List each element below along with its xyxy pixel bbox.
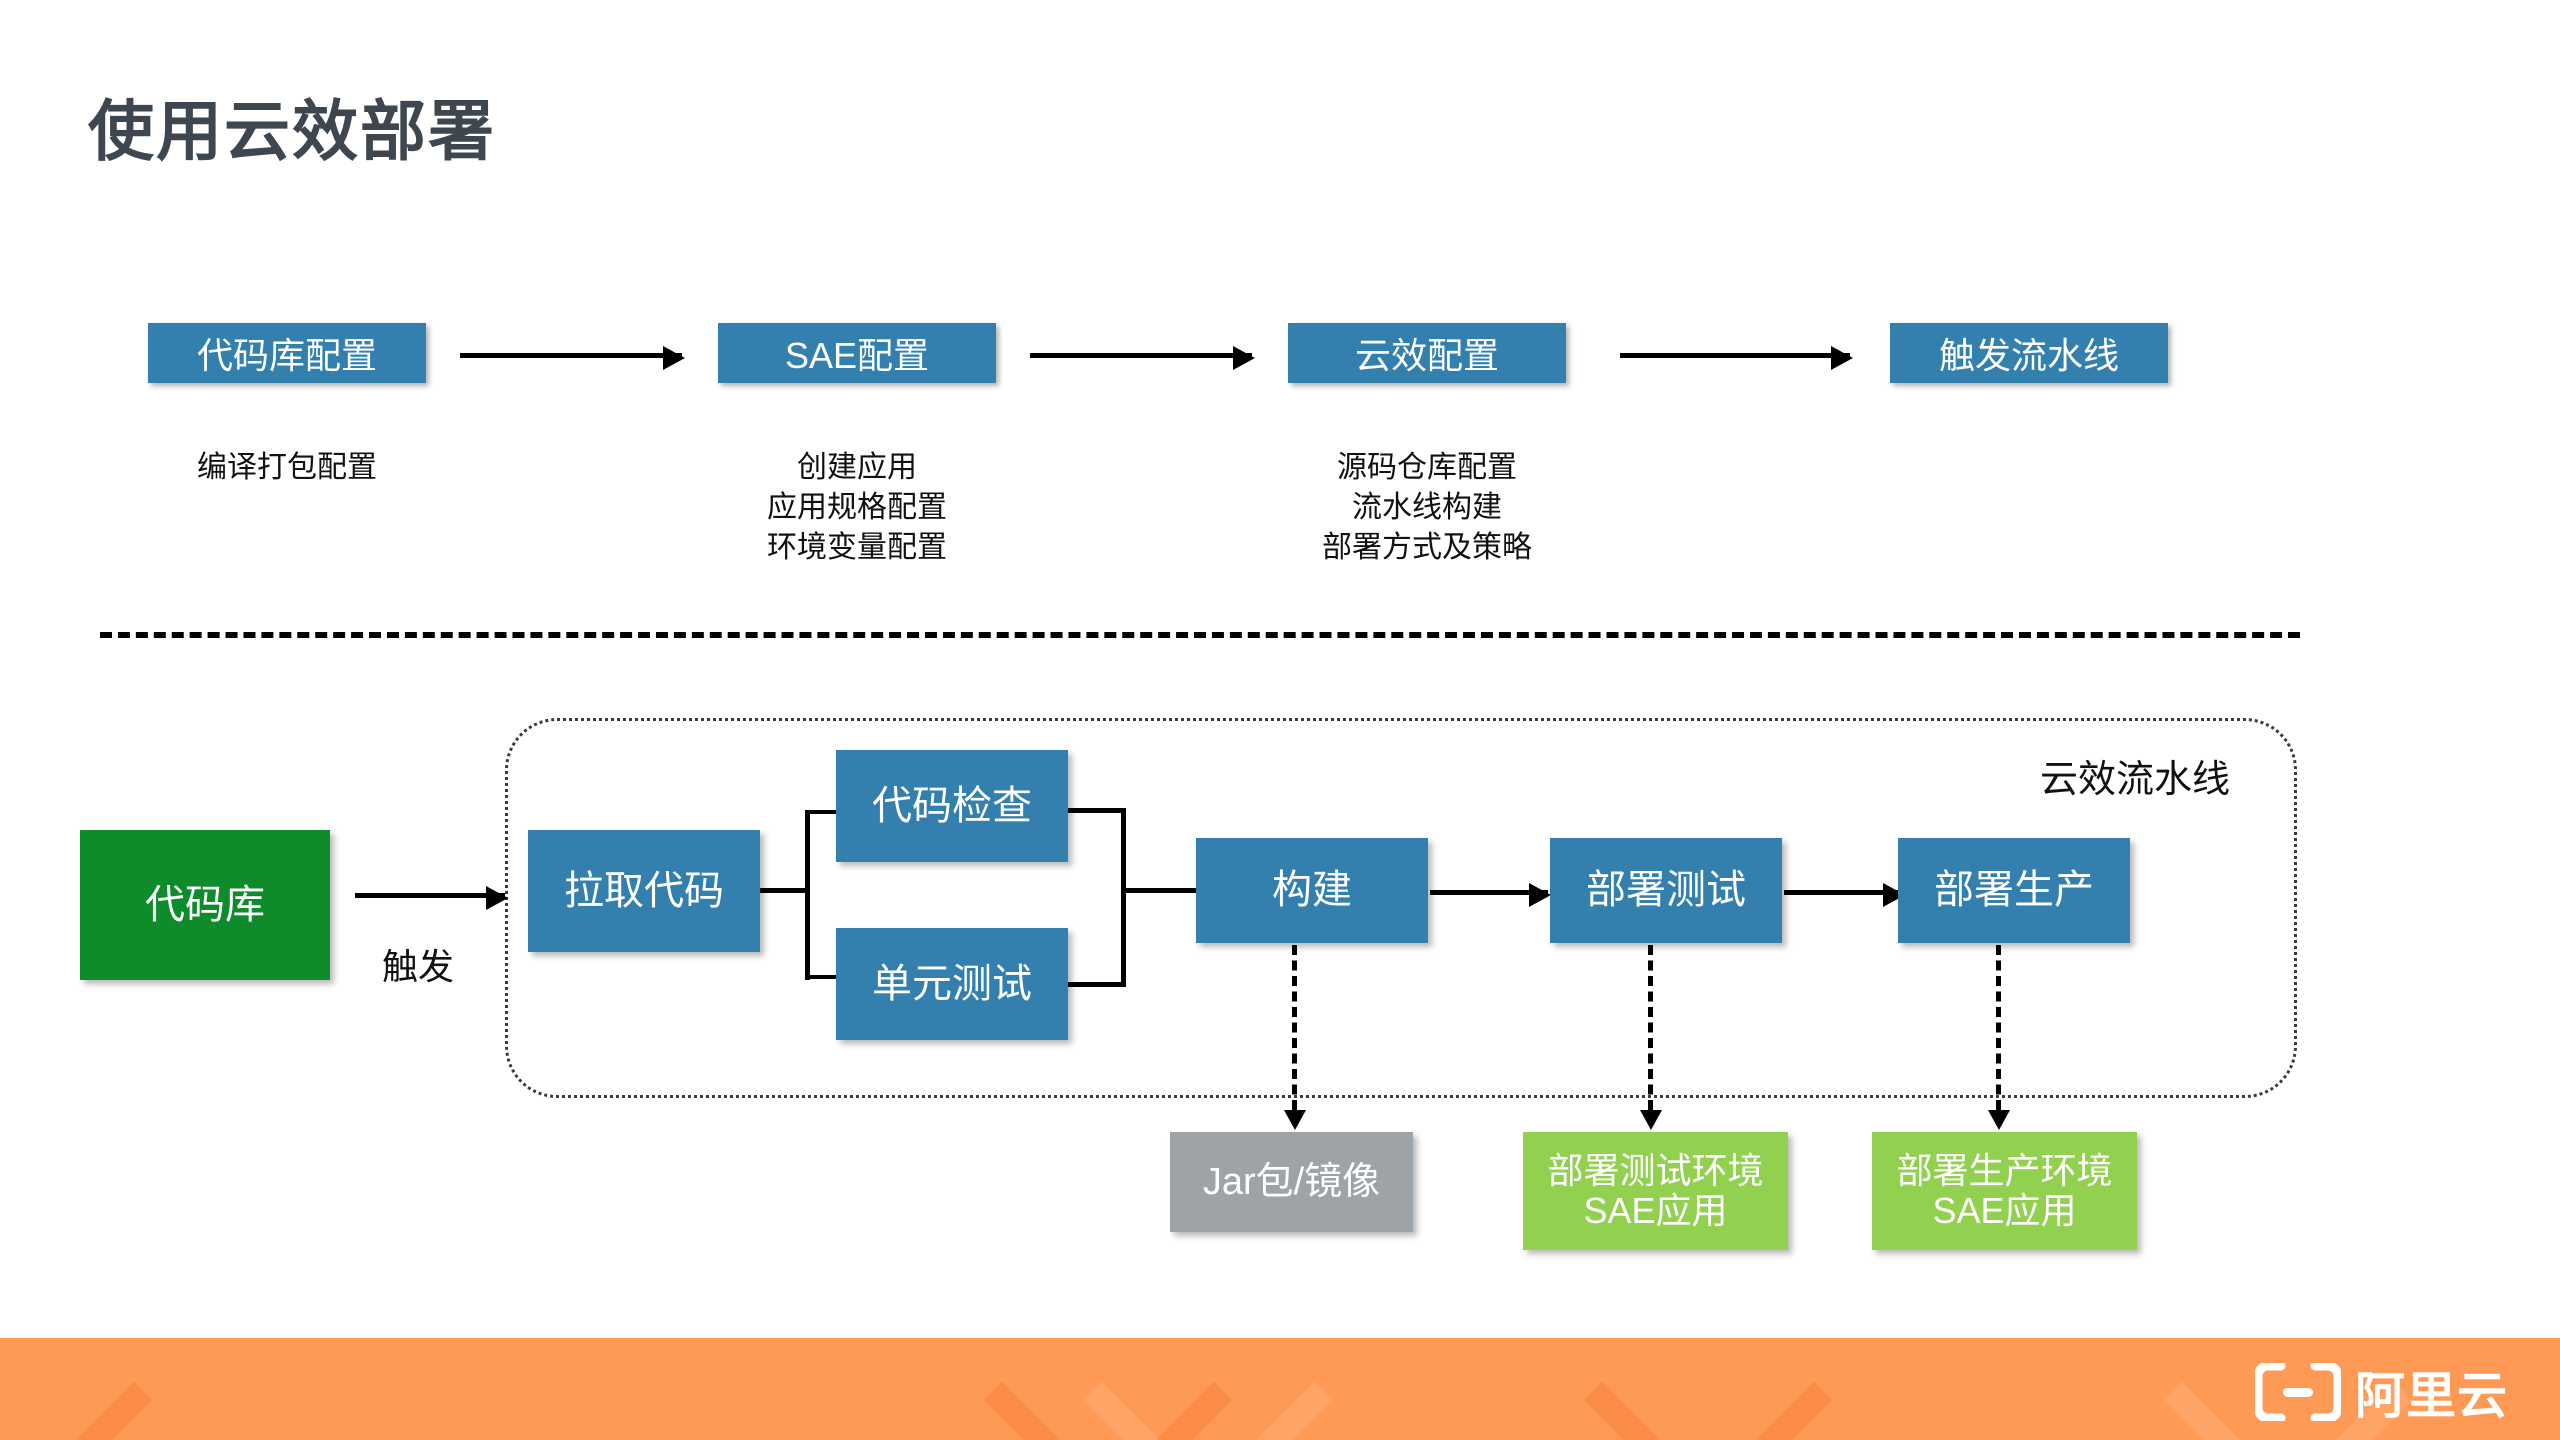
stage-build[interactable]: 构建 bbox=[1196, 838, 1428, 943]
footer-bar: 阿里云 bbox=[0, 1338, 2560, 1440]
trigger-arrow bbox=[355, 886, 508, 910]
brand-name: 阿里云 bbox=[2355, 1368, 2508, 1424]
top-arrow-2 bbox=[1030, 346, 1255, 370]
stage-pull-code[interactable]: 拉取代码 bbox=[528, 830, 760, 952]
top-step-2-label[interactable]: SAE配置 bbox=[718, 323, 996, 383]
dropline-deploy-test bbox=[1640, 945, 1662, 1130]
stage-deploy-prod[interactable]: 部署生产 bbox=[1898, 838, 2130, 943]
pipeline-container-label: 云效流水线 bbox=[2040, 759, 2231, 801]
top-step-1-label[interactable]: 代码库配置 bbox=[148, 323, 426, 383]
output-jar-image[interactable]: Jar包/镜像 bbox=[1170, 1132, 1413, 1232]
join-line-bottom bbox=[1068, 982, 1126, 987]
dropline-build-artifact bbox=[1284, 945, 1306, 1130]
stage-code-repository[interactable]: 代码库 bbox=[80, 830, 330, 980]
top-step-3-label[interactable]: 云效配置 bbox=[1288, 323, 1566, 383]
stage-deploy-test[interactable]: 部署测试 bbox=[1550, 838, 1782, 943]
join-vertical bbox=[1121, 808, 1126, 987]
brand-logo: 阿里云 bbox=[2253, 1356, 2508, 1428]
section-divider bbox=[100, 632, 2300, 638]
fork-vertical bbox=[805, 810, 810, 980]
footer-chevron-3 bbox=[1583, 1338, 1833, 1440]
stage-unit-test[interactable]: 单元测试 bbox=[836, 928, 1068, 1040]
top-step-3-caption: 源码仓库配置 流水线构建 部署方式及策略 bbox=[1322, 451, 1532, 564]
top-arrow-3 bbox=[1620, 346, 1853, 370]
top-arrow-1 bbox=[460, 346, 685, 370]
arrow-deploy-test-to-prod bbox=[1784, 883, 1905, 907]
alibaba-cloud-bracket-icon bbox=[2253, 1361, 2343, 1423]
fork-stub bbox=[760, 888, 810, 893]
dropline-deploy-prod bbox=[1988, 945, 2010, 1130]
top-step-2-caption: 创建应用 应用规格配置 环境变量配置 bbox=[767, 451, 947, 564]
top-step-4-label[interactable]: 触发流水线 bbox=[1890, 323, 2168, 383]
stage-code-check[interactable]: 代码检查 bbox=[836, 750, 1068, 862]
trigger-label: 触发 bbox=[382, 946, 455, 987]
page-title: 使用云效部署 bbox=[88, 94, 496, 168]
join-line-top bbox=[1068, 808, 1126, 813]
output-sae-test-env[interactable]: 部署测试环境SAE应用 bbox=[1523, 1132, 1788, 1250]
top-step-1-caption: 编译打包配置 bbox=[197, 451, 377, 484]
footer-chevron-5 bbox=[0, 1338, 153, 1440]
arrow-build-to-deploy-test bbox=[1430, 883, 1551, 907]
output-sae-prod-env[interactable]: 部署生产环境SAE应用 bbox=[1872, 1132, 2137, 1250]
